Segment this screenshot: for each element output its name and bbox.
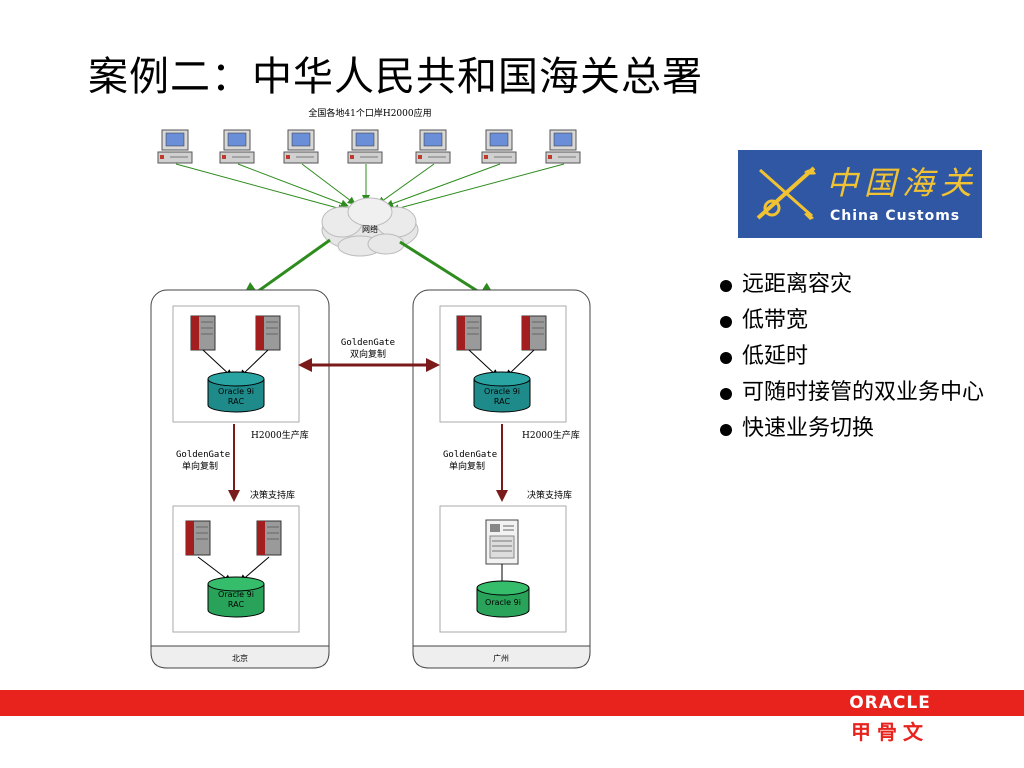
db-label: Oracle 9i xyxy=(485,598,521,607)
database-cylinder-icon xyxy=(473,371,531,413)
server-icon xyxy=(456,315,482,351)
oracle-chinese-logo: 甲骨文 xyxy=(851,720,929,744)
db-label: RAC xyxy=(228,397,245,406)
replication-label: 单向复制 xyxy=(182,460,218,472)
db-label: RAC xyxy=(494,397,511,406)
database-cylinder-icon xyxy=(207,371,265,413)
china-customs-logo xyxy=(738,150,982,238)
network-cloud-icon xyxy=(321,197,419,257)
oracle-logo: ORACLE xyxy=(849,693,931,713)
db-label: Oracle 9i xyxy=(484,387,520,396)
dss-label: 决策支持库 xyxy=(527,489,572,501)
goldengate-bidirectional-label: GoldenGate xyxy=(341,338,395,348)
bullet-dot-icon xyxy=(720,424,732,436)
page-title: 案例二：中华人民共和国海关总署 xyxy=(88,54,703,100)
client-pc-icon xyxy=(283,129,319,164)
site-name-beijing: 北京 xyxy=(232,653,248,663)
client-pc-icon xyxy=(157,129,193,164)
clients-label: 全国各地41个口岸H2000应用 xyxy=(308,107,431,119)
client-pc-icon xyxy=(219,129,255,164)
db-label: RAC xyxy=(228,600,245,609)
client-pc-icon xyxy=(415,129,451,164)
database-cylinder-icon xyxy=(476,580,530,618)
replication-label: 单向复制 xyxy=(449,460,485,472)
list-item: 远距离容灾 xyxy=(718,272,1010,298)
list-item: 低延时 xyxy=(718,344,1010,370)
client-network-arrows xyxy=(175,163,565,213)
bullet-dot-icon xyxy=(720,316,732,328)
bullet-dot-icon xyxy=(720,280,732,292)
replication-label: GoldenGate xyxy=(176,450,230,460)
server-icon xyxy=(521,315,547,351)
db-label: Oracle 9i xyxy=(218,590,254,599)
server-icon xyxy=(255,315,281,351)
replication-label: GoldenGate xyxy=(443,450,497,460)
server-icon xyxy=(256,520,282,556)
feature-list: 远距离容灾 低带宽 低延时 可随时接管的双业务中心 快速业务切换 xyxy=(718,272,1010,452)
client-pc-icon xyxy=(347,129,383,164)
client-pc-icon xyxy=(481,129,517,164)
list-item: 快速业务切换 xyxy=(718,416,1010,442)
client-pc-icon xyxy=(545,129,581,164)
bullet-dot-icon xyxy=(720,352,732,364)
footer-bar xyxy=(0,690,1024,716)
list-item: 低带宽 xyxy=(718,308,1010,334)
db-label: Oracle 9i xyxy=(218,387,254,396)
server-icon xyxy=(190,315,216,351)
customs-emblem-icon xyxy=(756,166,816,220)
list-item: 可随时接管的双业务中心 xyxy=(718,380,1010,406)
architecture-diagram: 全国各地41个口岸H2000应用 网络 北京 xyxy=(150,107,591,669)
logo-english-text: China Customs xyxy=(830,208,961,224)
logo-chinese-text: 中国海关 xyxy=(826,164,979,202)
goldengate-bidirectional-label: 双向复制 xyxy=(350,348,386,360)
prod-db-label: H2000生产库 xyxy=(522,429,580,441)
prod-db-label: H2000生产库 xyxy=(251,429,309,441)
document-server-icon xyxy=(485,519,519,565)
database-cylinder-icon xyxy=(207,576,265,618)
site-name-guangzhou: 广州 xyxy=(493,653,509,663)
bidirectional-replication-arrow xyxy=(298,358,440,372)
server-icon xyxy=(185,520,211,556)
dss-label: 决策支持库 xyxy=(250,489,295,501)
bullet-dot-icon xyxy=(720,388,732,400)
network-label: 网络 xyxy=(362,224,378,234)
